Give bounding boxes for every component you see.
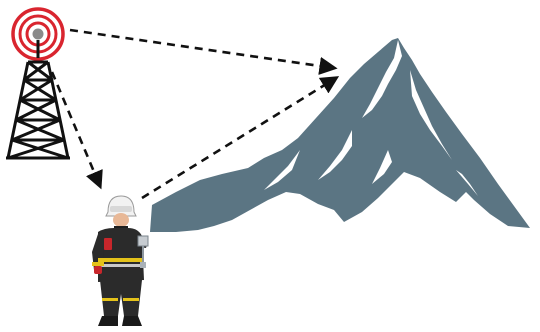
reflective-stripe: [92, 262, 104, 266]
tower-structure: [6, 40, 70, 158]
arrow-tower-to-mountain: [70, 30, 334, 68]
reflective-stripe: [98, 264, 144, 267]
radio-pouch: [104, 238, 112, 250]
antenna-bulb: [33, 29, 44, 40]
glove: [94, 266, 102, 274]
mountain-icon: [150, 38, 530, 232]
reflective-stripe: [98, 258, 144, 262]
mountain-silhouette: [150, 38, 530, 232]
arrow-tower-to-firefighter: [52, 72, 100, 186]
jacket: [98, 228, 144, 282]
boot: [122, 316, 142, 326]
face: [113, 213, 129, 227]
visor: [110, 206, 132, 212]
radio-tower-icon: [6, 9, 70, 158]
boot: [98, 316, 118, 326]
